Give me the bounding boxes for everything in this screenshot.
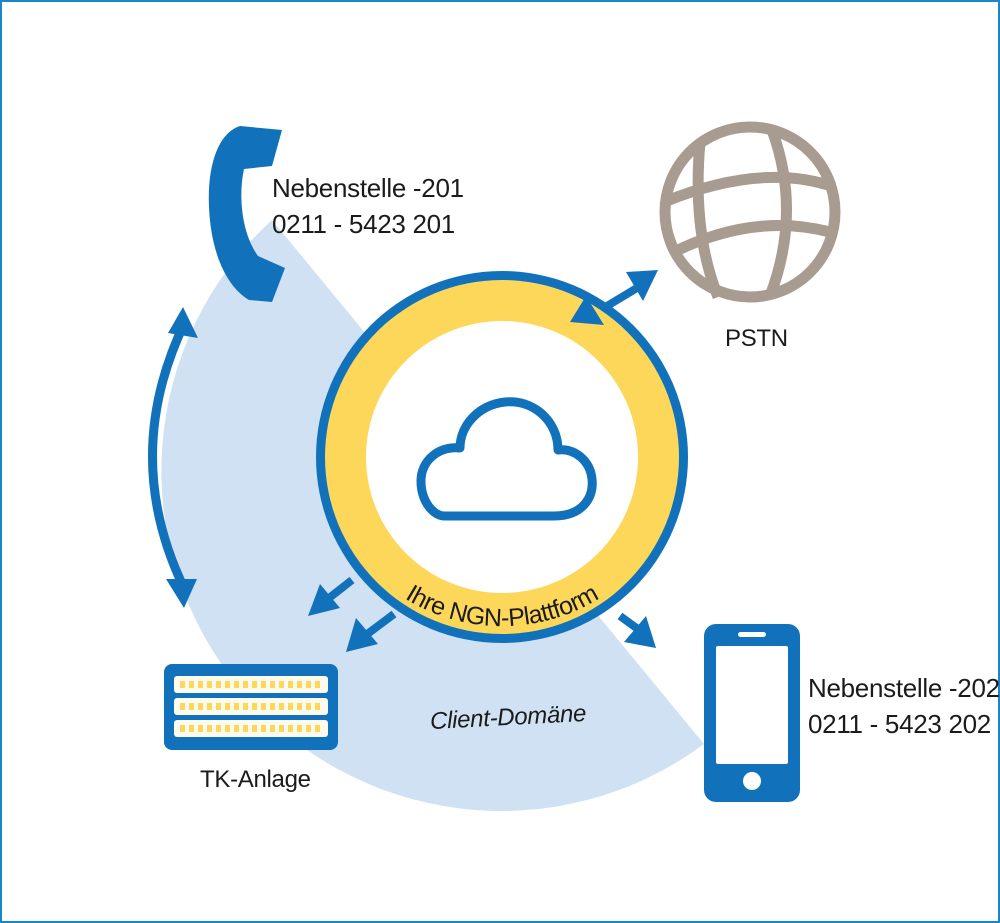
platform-inner <box>366 321 638 593</box>
globe-icon <box>659 121 841 303</box>
platform-mobile-arrow <box>617 612 656 648</box>
extension-201-number: 0211 - 5423 201 <box>272 209 455 239</box>
smartphone-icon <box>704 624 800 802</box>
cloud-icon <box>416 397 597 521</box>
platform-pstn-arrow <box>570 270 658 325</box>
extension-201-name: Nebenstelle -201 <box>272 173 464 203</box>
extension-202-name: Nebenstelle -202 <box>808 673 1000 703</box>
platform-phone-arrow <box>308 576 355 616</box>
telephone-handset-icon <box>208 126 285 302</box>
pbx-label: TK-Anlage <box>200 766 311 793</box>
pstn-label: PSTN <box>725 325 788 352</box>
pbx-rack-icon <box>164 664 338 750</box>
platform-pbx-arrow <box>346 610 397 652</box>
extension-202-number: 0211 - 5423 202 <box>808 709 991 739</box>
handset-pbx-arrow <box>148 307 198 608</box>
